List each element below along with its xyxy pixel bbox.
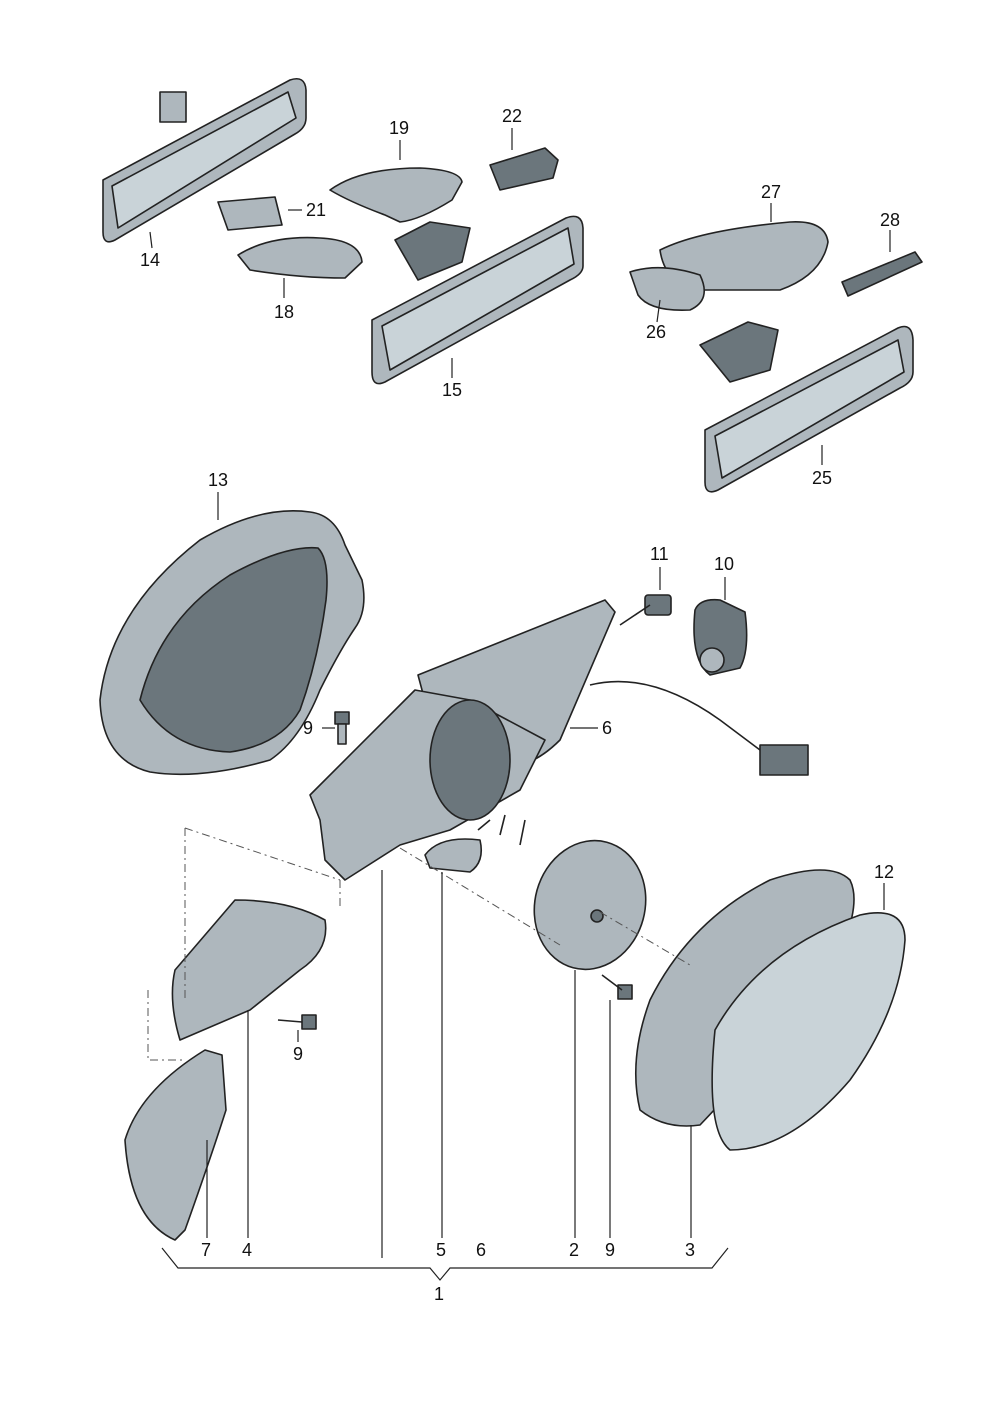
callout-18: 18 — [274, 302, 294, 322]
mirror-glass-12 — [711, 911, 906, 1151]
callout-9-upper: 9 — [303, 718, 313, 738]
screw-11 — [619, 594, 672, 626]
callout-13: 13 — [208, 470, 228, 490]
assembly-lines — [147, 827, 691, 1061]
callout-10: 10 — [714, 554, 734, 574]
callout-21: 21 — [306, 200, 326, 220]
callout-7: 7 — [201, 1240, 211, 1260]
callout-15: 15 — [442, 380, 462, 400]
interior-mirror-14 — [102, 77, 307, 243]
adjustment-motor-2 — [533, 839, 647, 971]
callout-labels: 14 21 19 22 18 15 27 28 26 25 13 11 10 9… — [140, 106, 900, 1304]
callout-1: 1 — [434, 1284, 444, 1304]
leader-lines — [149, 128, 891, 1281]
callout-11: 11 — [650, 544, 669, 564]
callout-6-bottom: 6 — [476, 1240, 486, 1260]
lower-cover-4 — [171, 899, 327, 1041]
callout-9-middle: 9 — [293, 1044, 303, 1064]
screw-9-upper — [334, 711, 350, 745]
callout-5: 5 — [436, 1240, 446, 1260]
bracket-22 — [489, 147, 559, 191]
callout-12: 12 — [874, 862, 894, 882]
callout-27: 27 — [761, 182, 781, 202]
cover-19 — [329, 167, 463, 223]
callout-28: 28 — [880, 210, 900, 230]
cover-18 — [237, 236, 363, 279]
callout-4: 4 — [242, 1240, 252, 1260]
callout-3: 3 — [685, 1240, 695, 1260]
interior-mirror-15 — [371, 215, 584, 385]
clip-28 — [841, 251, 923, 297]
callout-2: 2 — [569, 1240, 579, 1260]
callout-19: 19 — [389, 118, 409, 138]
callout-25: 25 — [812, 468, 832, 488]
clip-21 — [217, 196, 283, 231]
mirror-base-6 — [309, 599, 809, 881]
trim-7 — [124, 1049, 227, 1241]
screw-9-lower — [601, 974, 633, 1000]
spacer-5 — [424, 838, 483, 873]
cover-26 — [629, 266, 706, 312]
callout-6-right: 6 — [602, 718, 612, 738]
screw-9-middle — [277, 1014, 317, 1030]
interior-mirror-25 — [699, 321, 914, 493]
housing-cap-13 — [99, 510, 365, 776]
callout-14: 14 — [140, 250, 160, 270]
callout-22: 22 — [502, 106, 522, 126]
callout-26: 26 — [646, 322, 666, 342]
seal-10 — [693, 598, 748, 676]
callout-9-lower: 9 — [605, 1240, 615, 1260]
